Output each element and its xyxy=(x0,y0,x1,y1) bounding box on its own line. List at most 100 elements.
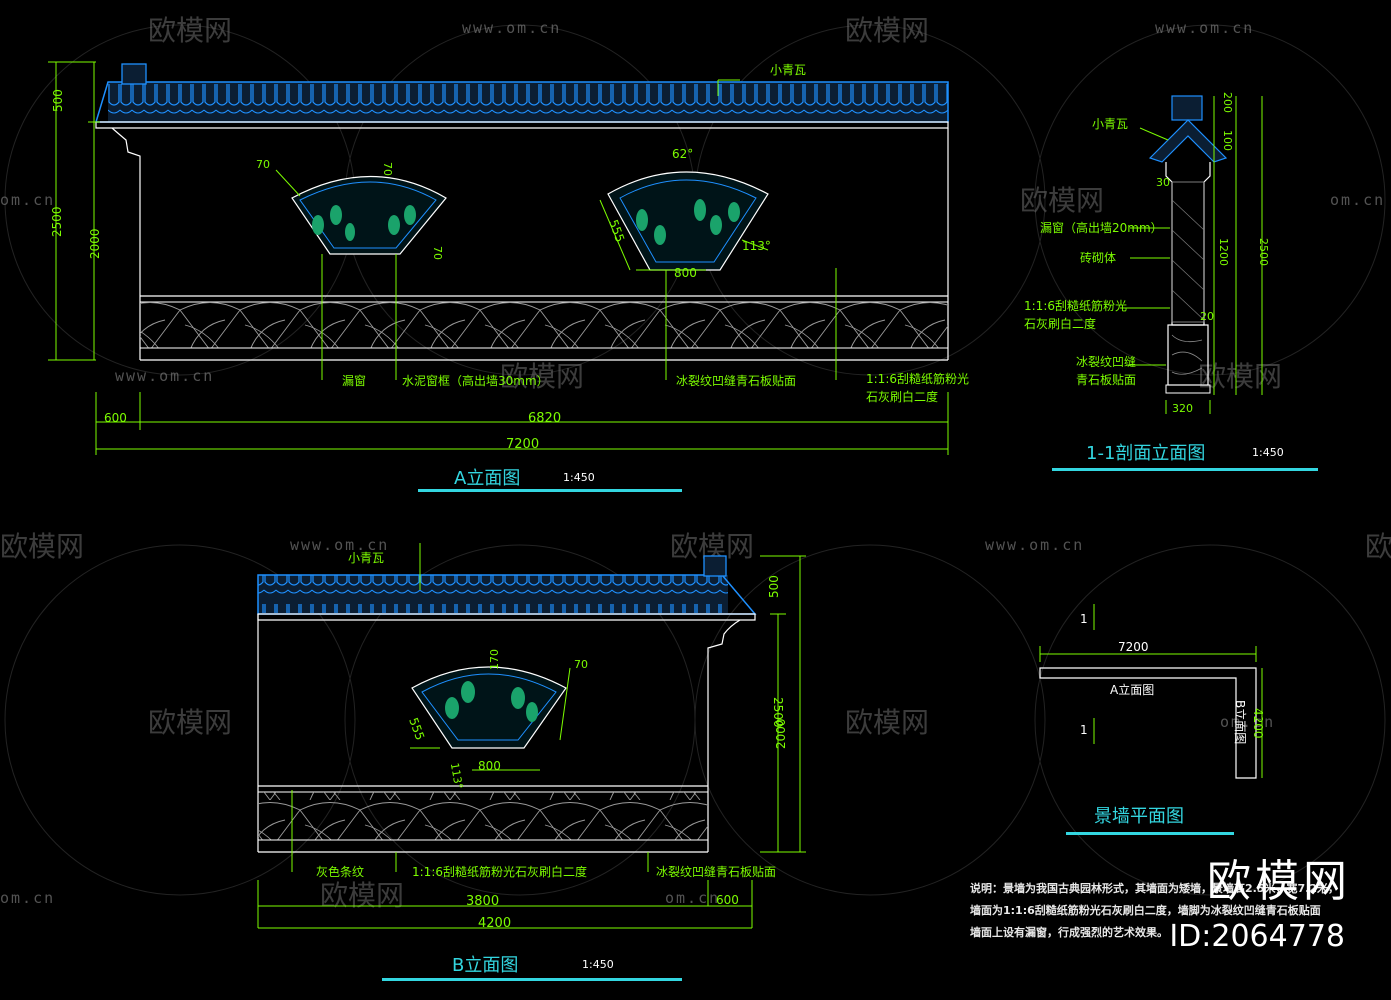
section-label-tile: 小青瓦 xyxy=(1092,117,1128,131)
brand-watermark: 欧模网 xyxy=(1207,856,1351,907)
elevation-b-label-plaster: 1:1:6刮糙纸筋粉光石灰刷白二度 xyxy=(412,864,587,879)
plan-view: 1 1 7200 A立面图 B立面图 4200 景墙平面图 xyxy=(1039,604,1265,835)
dim-70: 70 xyxy=(256,158,270,171)
watermark-url: www.om.cn xyxy=(1155,19,1254,37)
elevation-b-dim-4200: 4200 xyxy=(478,916,511,931)
section-label-plaster-1: 1:1:6刮糙纸筋粉光 xyxy=(1024,298,1127,313)
watermark-url: om.cn xyxy=(665,889,720,907)
watermark-brand: 欧模网 xyxy=(320,879,404,912)
elevation-b-dim-500: 500 xyxy=(767,575,781,598)
watermark-url: om.cn xyxy=(1330,191,1385,209)
elevation-b-dimension-lines xyxy=(257,543,806,929)
section-label-sill: 漏窗（高出墙20mm） xyxy=(1040,220,1163,235)
dim-angle-113: 113° xyxy=(742,239,771,253)
elevation-b-dim-800: 800 xyxy=(478,759,501,773)
watermark-url: om.cn xyxy=(0,191,55,209)
watermark-brand: 欧模网 xyxy=(148,706,232,739)
plan-label-a: A立面图 xyxy=(1110,682,1154,697)
section-dim-100: 100 xyxy=(1221,130,1234,151)
watermark-url: www.om.cn xyxy=(290,536,389,554)
section-label-ice-2: 青石板贴面 xyxy=(1076,373,1136,387)
label-cement-sill: 水泥窗框（高出墙30mm） xyxy=(402,373,549,388)
dim-70: 70 xyxy=(431,246,444,260)
elevation-b: 小青瓦 500 2500 2000 170 70 555 113° 800 灰色… xyxy=(257,543,806,981)
elevation-a-dimension-lines xyxy=(48,61,949,455)
section-dim-30: 30 xyxy=(1156,176,1170,189)
watermark-circles xyxy=(4,24,1386,896)
watermark-brand: 欧模网 xyxy=(845,14,929,47)
elevation-a-ridge-end xyxy=(121,63,147,85)
section-dim-2500: 2500 xyxy=(1257,238,1270,266)
section-title-bar xyxy=(1052,468,1318,471)
plan-section-mark-bottom: 1 xyxy=(1080,723,1088,737)
plan-section-mark-top: 1 xyxy=(1080,612,1088,626)
section-dim-320: 320 xyxy=(1172,402,1193,415)
section-label-plaster-2: 石灰刷白二度 xyxy=(1024,316,1096,331)
watermark-brand: 欧模网 xyxy=(148,14,232,47)
dim-angle-62: 62° xyxy=(672,147,693,161)
dim-70: 70 xyxy=(381,162,394,176)
elevation-b-ridge-end xyxy=(703,555,727,577)
elevation-a-title: A立面图 xyxy=(454,468,520,489)
watermark-brand: 欧模网 xyxy=(1198,360,1282,393)
plan-dim-4200: 4200 xyxy=(1251,708,1265,739)
elevation-b-dim-2000: 2000 xyxy=(774,718,788,749)
watermark-brand: 欧模网 xyxy=(845,706,929,739)
elevation-b-dim-3800: 3800 xyxy=(466,894,499,909)
section-title: 1-1剖面立面图 xyxy=(1086,443,1205,464)
elevation-b-title: B立面图 xyxy=(452,955,518,976)
watermark-url: www.om.cn xyxy=(115,367,214,385)
elevation-b-plants xyxy=(445,681,538,722)
section-scale: 1:450 xyxy=(1252,446,1284,459)
watermark-url: om.cn xyxy=(1220,713,1275,731)
elevation-b-ice-crack-panel xyxy=(258,792,708,840)
elevation-b-dim-600: 600 xyxy=(716,893,739,907)
dim-800: 800 xyxy=(674,266,697,280)
dim-2000: 2000 xyxy=(88,228,102,259)
model-id: ID:2064778 xyxy=(1169,919,1345,954)
elevation-a-roof-tiles xyxy=(108,82,948,122)
elevation-a-ice-crack-panel xyxy=(140,302,948,348)
elevation-b-dim-170: 170 xyxy=(488,649,501,670)
elevation-b-label-ice: 冰裂纹凹缝青石板贴面 xyxy=(656,864,776,879)
dim-600: 600 xyxy=(104,411,127,425)
elevation-a-plants-left xyxy=(312,205,416,241)
elevation-a-plants-right xyxy=(636,199,740,245)
note-line: 墙面为1:1:6刮糙纸筋粉光石灰刷白二度，墙脚为冰裂纹凹缝青石板贴面 xyxy=(970,904,1321,917)
section-dim-20: 20 xyxy=(1200,310,1214,323)
label-sill: 漏窗 xyxy=(342,374,366,388)
elevation-b-dim-2500: 2500 xyxy=(771,697,785,728)
plan-wall-outline xyxy=(1039,667,1257,779)
plan-dimension-lines xyxy=(1039,604,1263,778)
dim-500: 500 xyxy=(51,89,65,112)
dim-2500: 2500 xyxy=(50,206,64,237)
plan-dim-7200: 7200 xyxy=(1118,640,1149,654)
label-plaster-2: 石灰刷白二度 xyxy=(866,389,938,404)
elevation-b-label-gray: 灰色条纹 xyxy=(316,865,364,879)
elevation-a: 小青瓦 500 2500 2000 600 6820 7200 70 70 70… xyxy=(48,61,969,492)
label-ice-crack: 冰裂纹凹缝青石板贴面 xyxy=(676,373,796,388)
elevation-a-window-right xyxy=(607,171,769,271)
watermark-url: om.cn xyxy=(0,889,55,907)
label-tile: 小青瓦 xyxy=(770,63,806,77)
watermark-brand: 欧模网 xyxy=(1365,530,1391,563)
plan-title: 景墙平面图 xyxy=(1094,806,1184,827)
elevation-b-scale: 1:450 xyxy=(582,958,614,971)
elevation-b-title-bar xyxy=(382,978,682,981)
section-roof xyxy=(1148,119,1228,163)
watermark-url: www.om.cn xyxy=(462,19,561,37)
elevation-b-window xyxy=(411,666,567,749)
section-dim-1200: 1200 xyxy=(1217,238,1230,266)
section-dim-200: 200 xyxy=(1221,92,1234,113)
watermark-brand: 欧模网 xyxy=(500,360,584,393)
section-brick xyxy=(1171,181,1205,323)
dim-7200: 7200 xyxy=(506,437,539,452)
section-dimension-lines xyxy=(1120,96,1263,414)
plan-label-b: B立面图 xyxy=(1233,700,1248,744)
watermark-brand: 欧模网 xyxy=(0,530,84,563)
elevation-a-scale: 1:450 xyxy=(563,471,595,484)
elevation-b-label-tile: 小青瓦 xyxy=(348,551,384,565)
section-label-ice-1: 冰裂纹凹缝 xyxy=(1076,354,1136,369)
watermark-url: www.om.cn xyxy=(985,536,1084,554)
